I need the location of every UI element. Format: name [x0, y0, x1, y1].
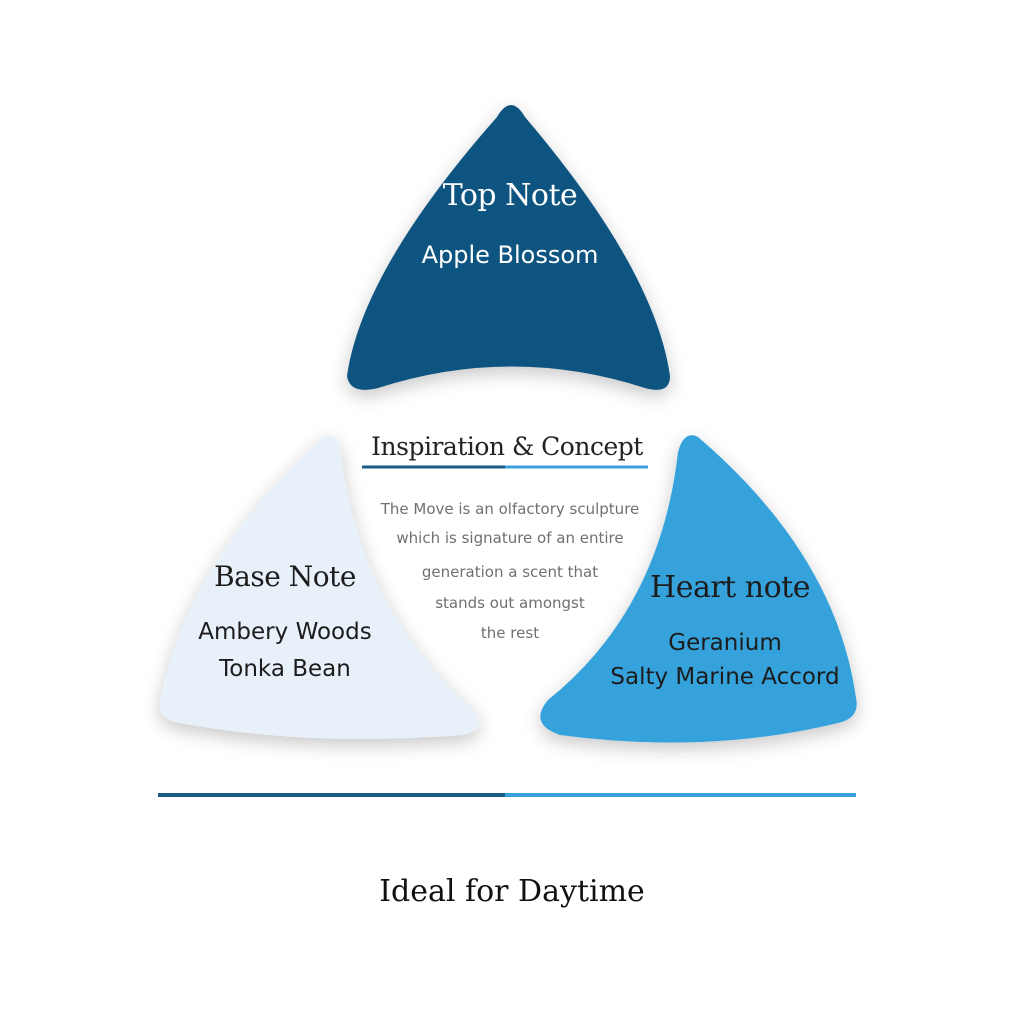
- base-note-ingredient-2: Tonka Bean: [219, 656, 351, 682]
- concept-text-line-1: The Move is an olfactory sculpture: [380, 500, 640, 518]
- heart-note-ingredient-2: Salty Marine Accord: [610, 664, 840, 690]
- concept-text-line-2: which is signature of an entire: [396, 529, 624, 547]
- heart-note-title: Heart note: [650, 570, 810, 605]
- heart-note-petal: [540, 435, 857, 743]
- concept-title: Inspiration & Concept: [371, 432, 643, 461]
- concept-text-line-4: stands out amongst: [435, 594, 585, 612]
- top-note-ingredient: Apple Blossom: [421, 241, 599, 269]
- top-note-title: Top Note: [442, 178, 578, 213]
- footer-tagline: Ideal for Daytime: [379, 874, 645, 909]
- top-note-petal: [347, 105, 670, 390]
- base-note-title: Base Note: [214, 560, 356, 593]
- concept-text-line-3: generation a scent that: [421, 563, 599, 581]
- concept-text-line-5: the rest: [480, 624, 540, 642]
- base-note-petal: [159, 435, 480, 739]
- base-note-ingredient-1: Ambery Woods: [198, 619, 372, 645]
- heart-note-ingredient-1: Geranium: [668, 630, 782, 656]
